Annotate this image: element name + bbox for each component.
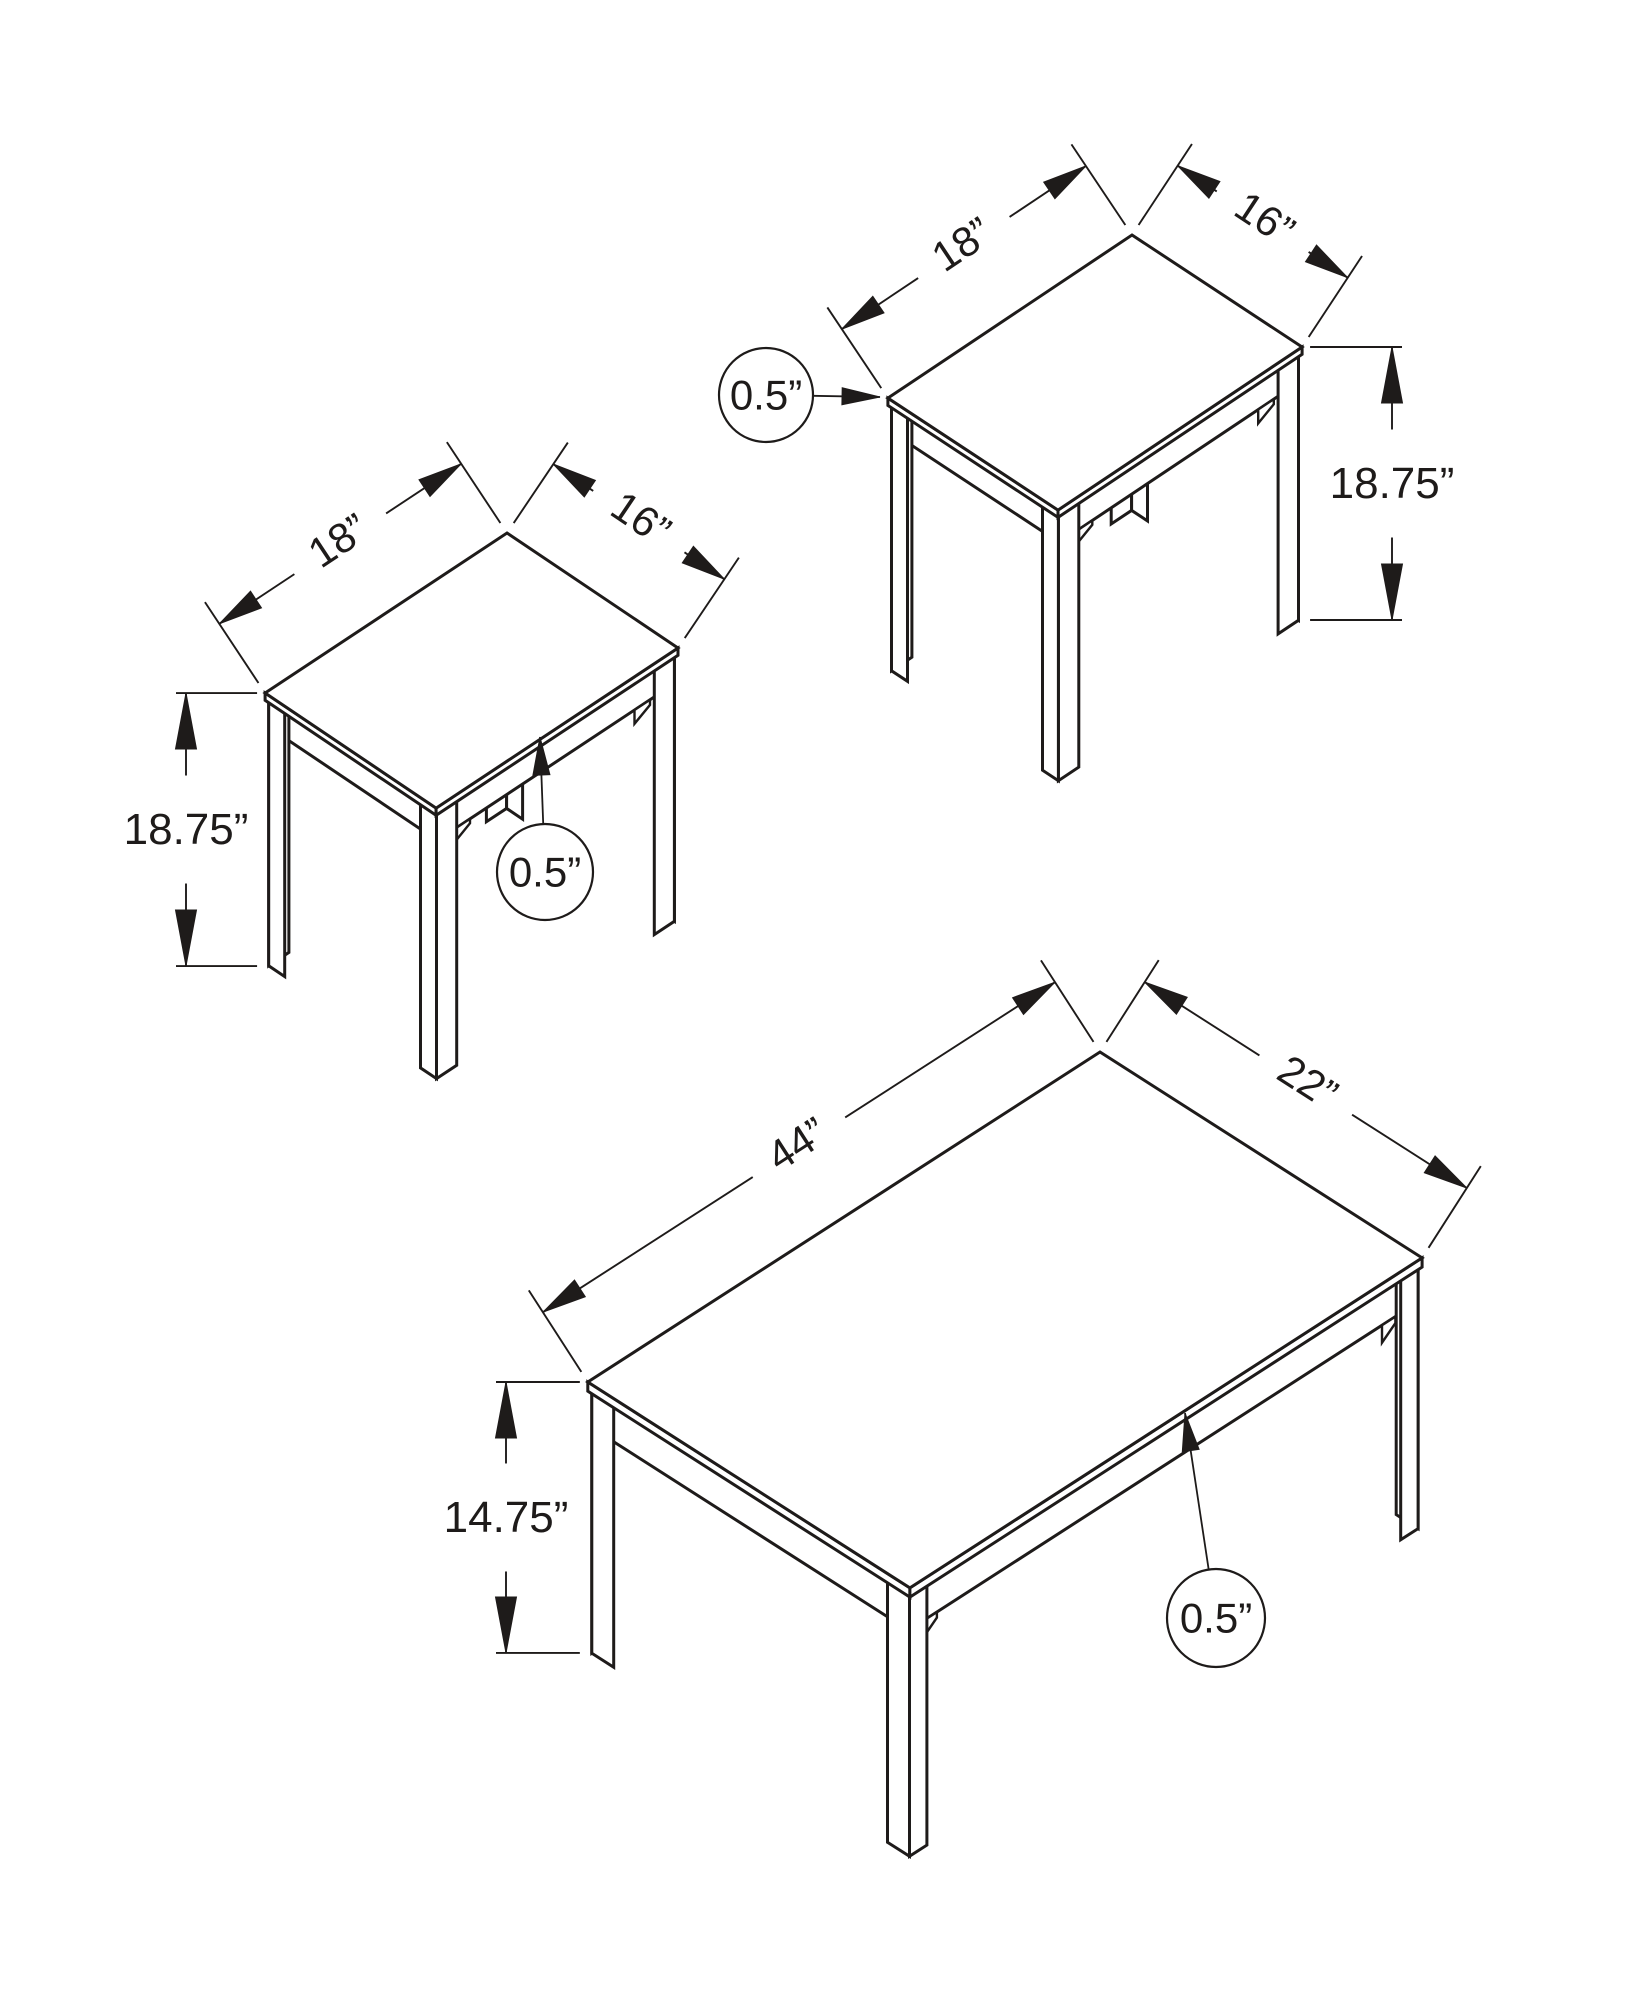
arrowhead-icon (1144, 981, 1188, 1015)
end-table-left-drawing (262, 531, 681, 1082)
dim-label-width-end-table-top-right: 16” (1227, 182, 1304, 255)
extension-line (1137, 143, 1193, 226)
dim-label-height-end-table-top-right: 18.75” (1330, 459, 1455, 508)
arrowhead-icon (1177, 165, 1221, 199)
extension-line (683, 557, 740, 639)
front-leg (1041, 501, 1060, 784)
dim-label-length-end-table-left: 18” (300, 504, 377, 577)
dim-label-height-coffee-table: 14.75” (444, 1493, 569, 1542)
dim-label-length-coffee-table: 44” (759, 1108, 835, 1180)
dim-label-width-coffee-table: 22” (1270, 1046, 1346, 1118)
arrowhead-icon (494, 1381, 518, 1439)
dim-label-width-end-table-left: 16” (603, 482, 680, 555)
arrowhead-icon (542, 1279, 587, 1313)
right-leg (1276, 351, 1300, 637)
arrowhead-icon (841, 295, 885, 330)
thickness-callout-circle (1165, 1567, 1267, 1669)
arrowhead-icon (174, 692, 198, 750)
extension-line (1427, 1165, 1482, 1249)
left-leg (590, 1388, 616, 1671)
arrowhead-icon (174, 909, 198, 967)
arrowhead-icon (1380, 563, 1404, 621)
arrowhead-icon (218, 590, 263, 625)
extension-line (826, 306, 883, 389)
front-leg (419, 799, 438, 1082)
coffee-table-drawing (585, 1050, 1425, 1860)
arrowhead-icon (1042, 165, 1087, 200)
extension-line (1307, 255, 1363, 338)
corner-bracket (1257, 396, 1275, 427)
end-table-top-right-drawing (885, 233, 1305, 784)
tabletop-top-face (885, 233, 1305, 512)
arrowhead-icon (1011, 981, 1056, 1016)
extension-line (204, 601, 260, 684)
arrowhead-icon (552, 463, 597, 498)
front-leg (886, 1577, 911, 1860)
tabletop-top-face (262, 531, 681, 810)
dim-label-length-end-table-top-right: 18” (923, 208, 1000, 281)
front-leg (908, 1580, 929, 1860)
extension-line (1070, 143, 1127, 226)
arrowhead-icon (1304, 244, 1349, 279)
arrowhead-icon (418, 463, 462, 498)
arrowhead-icon (1423, 1155, 1468, 1189)
arrowhead-icon (532, 736, 551, 776)
thickness-callout-circle (717, 346, 815, 444)
dim-label-thickness-end-table-left: 0.5” (509, 849, 581, 896)
front-leg (435, 796, 459, 1082)
right-leg (652, 652, 676, 938)
extension-line (1105, 959, 1160, 1043)
tabletop-top-face (585, 1050, 1425, 1590)
left-leg (890, 402, 909, 685)
extension-line (512, 442, 569, 524)
dim-label-height-end-table-left: 18.75” (124, 805, 249, 854)
corner-bracket (633, 697, 652, 728)
extension-line (528, 1289, 583, 1373)
extension-line (1040, 959, 1095, 1043)
left-leg (267, 697, 287, 980)
arrowhead-icon (494, 1596, 518, 1654)
arrowhead-icon (1181, 1412, 1200, 1453)
arrowhead-icon (1380, 346, 1404, 404)
right-leg (1399, 1264, 1420, 1543)
dim-label-thickness-end-table-top-right: 0.5” (730, 372, 802, 419)
front-leg (1056, 498, 1081, 784)
dim-label-thickness-coffee-table: 0.5” (1180, 1595, 1252, 1642)
arrowhead-icon (841, 387, 881, 406)
arrowhead-icon (681, 545, 725, 580)
extension-line (446, 441, 502, 524)
thickness-callout-circle (495, 822, 595, 922)
